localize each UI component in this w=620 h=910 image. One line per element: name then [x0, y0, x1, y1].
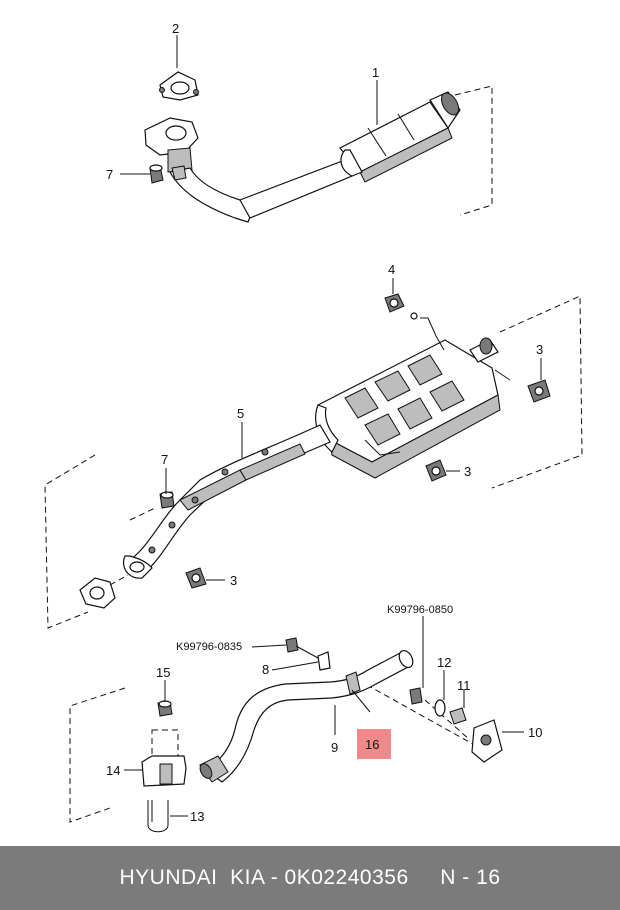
washer-12 [434, 699, 446, 717]
callout-13: 13 [190, 809, 204, 824]
callout-9: 9 [331, 740, 338, 755]
flange-gasket-mid [79, 577, 116, 609]
guide-flange [109, 574, 129, 586]
footer-bar: HYUNDAI KIA - 0K02240356 N - 16 [0, 846, 620, 910]
exhaust-system-diagram: 2 1 7 [44, 21, 583, 833]
bushing-11 [449, 707, 467, 725]
part-code-0835: K99796-0835 [176, 641, 242, 653]
leader-bolt-0835 [251, 644, 287, 648]
callout-16: 16 [365, 737, 379, 752]
rubber-hanger-4 [384, 293, 405, 313]
callout-4: 4 [388, 262, 395, 277]
nut-15 [157, 700, 173, 717]
tail-pipe-group: K99796-0850 K99796-0835 8 12 11 10 9 15 … [69, 604, 542, 833]
guide-7 [129, 507, 156, 521]
gasket-part [159, 71, 199, 101]
callout-1: 1 [372, 65, 379, 80]
callout-12: 12 [437, 655, 451, 670]
guide-tail [357, 679, 481, 749]
front-pipe-part [144, 117, 353, 223]
guide-bolt [424, 699, 471, 741]
u-bolt-13 [147, 800, 169, 833]
front-pipe-catalyst-group: 2 1 7 [106, 21, 493, 223]
main-muffler-part [315, 312, 511, 479]
part-code-0850: K99796-0850 [387, 604, 453, 616]
highlight-box [357, 729, 391, 759]
callout-7-mid: 7 [161, 452, 168, 467]
nut-part-7-mid [159, 491, 175, 509]
rubber-hanger-3-mid [425, 459, 447, 482]
center-pipe-part [122, 424, 331, 579]
center-pipe-muffler-group: 4 3 3 3 5 7 [44, 262, 583, 629]
callout-8: 8 [262, 662, 269, 677]
hanger-bracket-10 [471, 719, 503, 763]
leader-8 [271, 661, 319, 671]
callout-10: 10 [528, 725, 542, 740]
callout-5: 5 [237, 406, 244, 421]
callout-3-low: 3 [230, 573, 237, 588]
rubber-block-14 [141, 729, 187, 787]
catalytic-converter-part [339, 91, 461, 183]
rubber-hanger-3-low [185, 567, 207, 589]
leader-16 [351, 689, 371, 713]
bolt-0850 [409, 687, 423, 705]
callout-2: 2 [172, 21, 179, 36]
callout-7-top: 7 [106, 167, 113, 182]
group-boundary-mid-left [44, 454, 96, 629]
group-boundary-top [454, 85, 493, 216]
nut-part-7-top [149, 164, 164, 184]
highlighted-callout-16[interactable]: 16 [357, 729, 391, 759]
footer-text: HYUNDAI KIA - 0K02240356 N - 16 [119, 866, 501, 889]
callout-14: 14 [106, 763, 120, 778]
group-boundary-bottom [69, 687, 126, 823]
callout-3-mid: 3 [464, 464, 471, 479]
tail-pipe-part [199, 649, 414, 783]
rubber-hanger-3-right [527, 379, 551, 403]
callout-15: 15 [156, 665, 170, 680]
callout-3-right: 3 [536, 342, 543, 357]
group-boundary-mid-right [491, 295, 583, 489]
callout-11: 11 [457, 678, 471, 693]
bolt-0835 [285, 637, 319, 659]
